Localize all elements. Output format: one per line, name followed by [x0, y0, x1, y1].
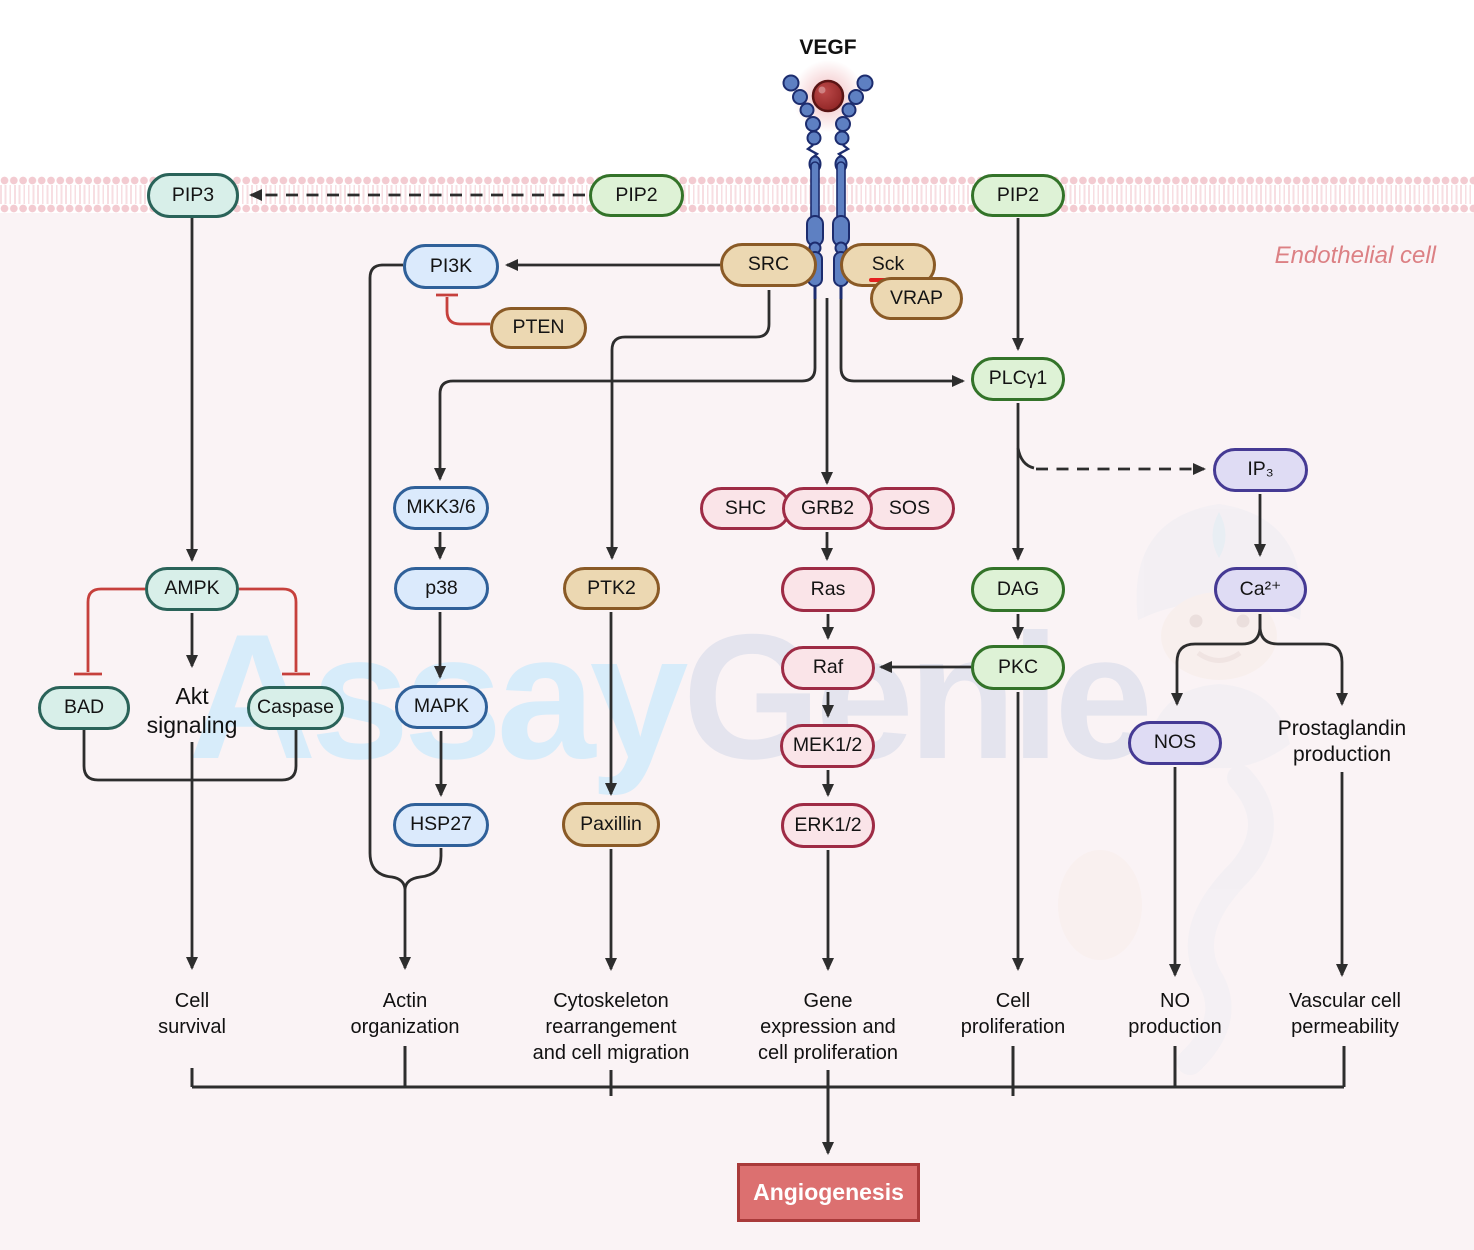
node-shc: SHC	[700, 487, 791, 530]
node-ptk2: PTK2	[563, 567, 660, 610]
vegf-receptor-icon	[782, 60, 874, 299]
prostaglandin-label: Prostaglandin production	[1277, 717, 1407, 766]
node-pip2-left: PIP2	[589, 174, 684, 217]
outcome-cell-survival: Cell survival	[158, 990, 226, 1038]
node-pkc: PKC	[971, 645, 1065, 690]
line-caspase-merge	[193, 730, 298, 782]
node-pi3k: PI3K	[403, 244, 499, 289]
node-bad: BAD	[38, 686, 130, 730]
membrane-lipid-heads-bottom	[0, 204, 1474, 213]
outcome-vascular-permeability: Vascular cell permeability	[1289, 990, 1401, 1038]
line-bad-merge	[82, 730, 191, 782]
arrow-receptor-to-mkk36	[434, 298, 817, 481]
akt-signaling-label: Akt signaling	[146, 683, 238, 738]
node-ca2: Ca²⁺	[1214, 567, 1307, 612]
line-ampk-inhibits-bad	[86, 587, 145, 672]
node-pten: PTEN	[490, 307, 587, 349]
inhibition-lines	[74, 293, 490, 676]
vegf-title: VEGF	[799, 36, 857, 59]
line-ip3-hook	[1016, 447, 1035, 470]
membrane-lipid-heads-top	[0, 176, 1474, 185]
node-ras: Ras	[781, 567, 875, 612]
node-dag: DAG	[971, 567, 1065, 612]
node-vrap: VRAP	[870, 277, 963, 320]
node-plcg1: PLCγ1	[971, 357, 1065, 401]
node-raf: Raf	[781, 646, 875, 690]
node-caspase: Caspase	[247, 686, 344, 730]
node-erk12: ERK1/2	[781, 803, 875, 848]
outcome-no-production: NO production	[1128, 990, 1222, 1038]
plasma-membrane	[0, 176, 1474, 213]
membrane-lipid-tails	[0, 185, 1474, 204]
outcome-actin-organization: Actin organization	[350, 990, 460, 1038]
arrow-ca-to-nos	[1171, 614, 1262, 706]
node-nos: NOS	[1128, 721, 1222, 765]
node-p38: p38	[394, 567, 489, 610]
node-pip3: PIP3	[147, 173, 239, 218]
node-hsp27: HSP27	[393, 803, 489, 847]
node-src: SRC	[720, 243, 817, 287]
endothelial-cell-label: Endothelial cell	[1274, 242, 1436, 269]
vegf-ligand-icon	[811, 79, 845, 113]
outcome-cytoskeleton: Cytoskeleton rearrangement and cell migr…	[532, 990, 690, 1064]
sck-label-underlined: Sck	[868, 253, 907, 282]
extracellular-region	[0, 0, 1474, 176]
ligand-highlight	[818, 86, 826, 94]
node-grb2: GRB2	[782, 487, 873, 530]
line-ampk-inhibits-caspase	[239, 587, 298, 672]
outcome-cell-proliferation: Cell proliferation	[960, 990, 1066, 1038]
node-mek12: MEK1/2	[780, 724, 875, 768]
angiogenesis-box: Angiogenesis	[737, 1163, 920, 1222]
pathway-arrows: PIP3 dashed -->	[82, 189, 1348, 1155]
node-sos: SOS	[864, 487, 955, 530]
node-ampk: AMPK	[145, 567, 239, 611]
receptor-chain-right	[832, 74, 874, 299]
line-pten-inhibits-pi3k	[445, 297, 490, 326]
node-ip3: IP₃	[1213, 448, 1308, 492]
line-hsp27-branch	[403, 848, 443, 890]
node-mapk: MAPK	[395, 685, 488, 729]
arrow-ca-to-prostaglandin	[1258, 614, 1348, 706]
line-pi3k-branch	[368, 263, 407, 890]
arrow-src-to-ptk2	[606, 290, 771, 560]
arrow-receptor-to-plcg1	[839, 298, 965, 387]
node-paxillin: Paxillin	[562, 802, 660, 847]
node-mkk36: MKK3/6	[393, 486, 489, 530]
outcome-gene-expression: Gene expression and cell proliferation	[757, 990, 899, 1064]
watermark-genie: Genie	[682, 597, 1154, 796]
node-pip2-right: PIP2	[971, 174, 1065, 217]
